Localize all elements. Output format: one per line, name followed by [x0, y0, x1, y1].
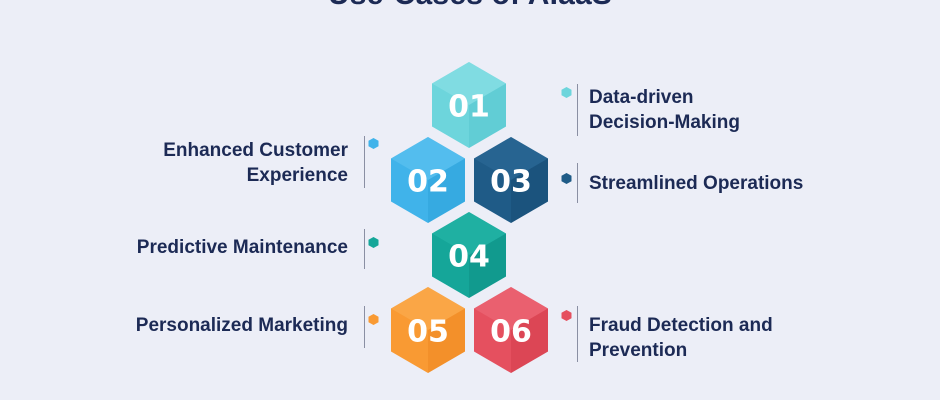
divider-05	[364, 306, 365, 348]
dot-marker-06	[561, 310, 572, 321]
hexagon-06-highlight	[474, 287, 548, 330]
hexagon-01-shade	[469, 83, 506, 148]
hexagon-05-highlight	[391, 287, 465, 330]
hexagon-06-shade	[511, 308, 548, 373]
label-01-line-1: Data-driven	[589, 87, 694, 108]
label-03: Streamlined Operations	[589, 171, 889, 196]
divider-04	[364, 229, 365, 269]
label-01: Data-driven Decision-Making	[589, 85, 849, 135]
dot-marker-02	[368, 138, 379, 149]
hexagon-04: 04	[432, 212, 506, 298]
hexagon-03: 03	[474, 137, 548, 223]
dot-marker-01	[561, 87, 572, 98]
dot-marker-05	[368, 314, 379, 325]
label-03-line-1: Streamlined Operations	[589, 173, 804, 194]
divider-06	[577, 306, 578, 362]
hexagon-06: 06	[474, 287, 548, 373]
hexagon-02: 02	[391, 137, 465, 223]
hexagon-02-shade	[428, 158, 465, 223]
hexagon-05: 05	[391, 287, 465, 373]
label-06-line-1: Fraud Detection and	[589, 315, 773, 336]
label-02-line-2: Experience	[246, 165, 348, 186]
hexagon-06-number: 06	[490, 315, 532, 350]
label-06-line-2: Prevention	[589, 340, 688, 361]
hexagon-01-number: 01	[448, 90, 490, 125]
label-02-line-1: Enhanced Customer	[163, 140, 348, 161]
label-06: Fraud Detection and Prevention	[589, 313, 889, 363]
hexagon-01-highlight	[432, 62, 506, 105]
hexagon-03-shade	[511, 158, 548, 223]
label-05-line-1: Personalized Marketing	[135, 315, 348, 336]
hexagon-05-number: 05	[407, 315, 449, 350]
hexagon-05-shade	[428, 308, 465, 373]
hexagon-02-number: 02	[407, 165, 449, 200]
dot-marker-04	[368, 237, 379, 248]
hexagon-04-number: 04	[448, 240, 490, 275]
divider-01	[577, 84, 578, 136]
hexagon-03-highlight	[474, 137, 548, 180]
label-05: Personalized Marketing	[48, 313, 348, 338]
page-title: Use-Cases of AIaaS	[0, 0, 940, 12]
hexagon-01: 01	[432, 62, 506, 148]
divider-02	[364, 136, 365, 188]
hexagon-03-number: 03	[490, 165, 532, 200]
hexagon-04-highlight	[432, 212, 506, 255]
divider-03	[577, 163, 578, 203]
label-04-line-1: Predictive Maintenance	[136, 237, 348, 258]
label-04: Predictive Maintenance	[48, 235, 348, 260]
label-01-line-2: Decision-Making	[589, 112, 740, 133]
dot-marker-03	[561, 173, 572, 184]
hexagon-04-shade	[469, 233, 506, 298]
label-02: Enhanced Customer Experience	[48, 138, 348, 188]
hexagon-02-highlight	[391, 137, 465, 180]
